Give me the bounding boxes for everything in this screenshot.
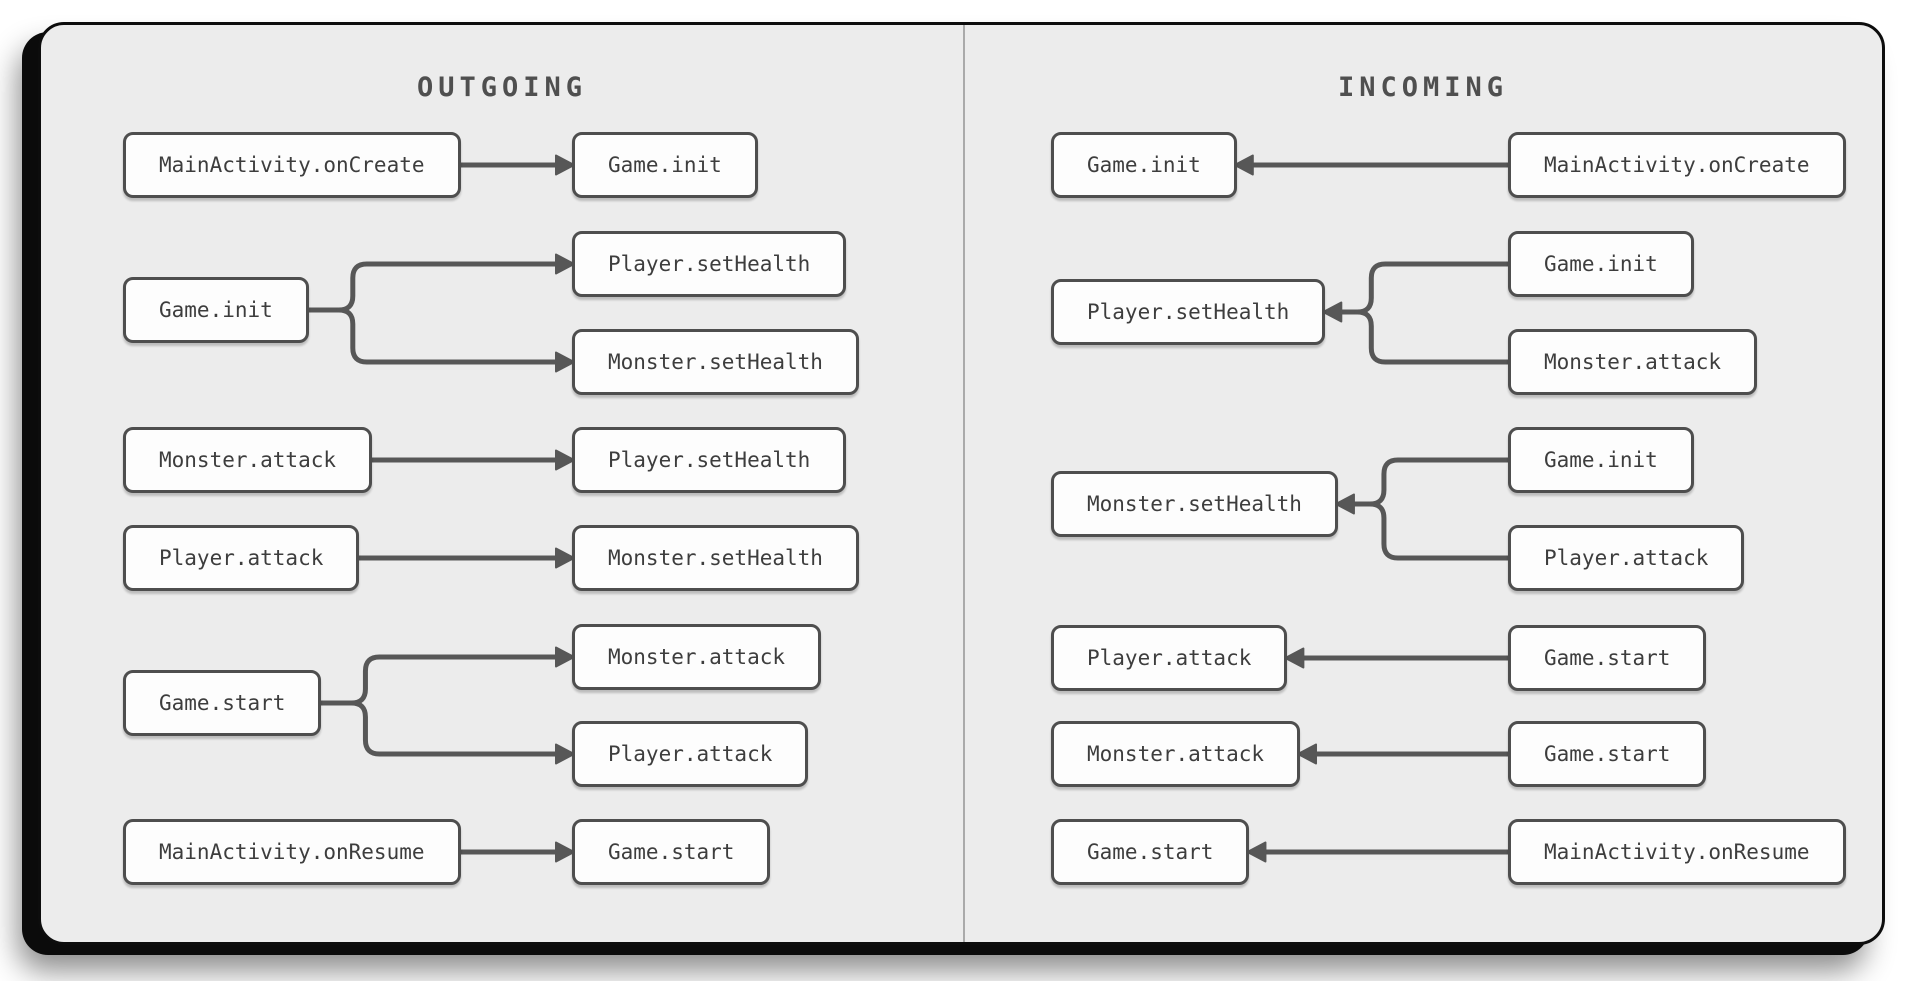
- connector-layer: [305, 154, 1512, 863]
- method-node: Game.start: [572, 819, 771, 885]
- method-node: Monster.attack: [1508, 329, 1758, 395]
- method-node: Game.init: [1508, 427, 1694, 493]
- method-node: Game.init: [123, 277, 309, 343]
- method-node: MainActivity.onResume: [1508, 819, 1846, 885]
- panel-title-outgoing: OUTGOING: [416, 72, 588, 104]
- method-node: Game.init: [1051, 132, 1237, 198]
- method-node: MainActivity.onCreate: [123, 132, 461, 198]
- method-node: Player.attack: [1508, 525, 1745, 591]
- method-node: Game.start: [1508, 721, 1707, 787]
- panel-divider: [963, 25, 965, 942]
- method-node: Monster.setHealth: [1051, 471, 1338, 537]
- method-node: Game.start: [1051, 819, 1250, 885]
- method-node: Player.setHealth: [1051, 279, 1326, 345]
- method-node: Game.start: [1508, 625, 1707, 691]
- method-node: Monster.setHealth: [572, 525, 859, 591]
- method-node: MainActivity.onResume: [123, 819, 461, 885]
- method-node: Monster.attack: [123, 427, 373, 493]
- method-node: Player.attack: [1051, 625, 1288, 691]
- method-node: Player.setHealth: [572, 231, 847, 297]
- method-node: MainActivity.onCreate: [1508, 132, 1846, 198]
- panel-title-incoming: INCOMING: [1337, 72, 1509, 104]
- method-node: Player.attack: [572, 721, 809, 787]
- method-node: Monster.attack: [1051, 721, 1301, 787]
- method-node: Game.start: [123, 670, 322, 736]
- method-node: Player.attack: [123, 525, 360, 591]
- call-graph-card: OUTGOING MainActivity.onCreate Game.init…: [38, 22, 1885, 945]
- method-node: Game.init: [572, 132, 758, 198]
- method-node: Monster.setHealth: [572, 329, 859, 395]
- method-node: Game.init: [1508, 231, 1694, 297]
- method-node: Player.setHealth: [572, 427, 847, 493]
- method-node: Monster.attack: [572, 624, 822, 690]
